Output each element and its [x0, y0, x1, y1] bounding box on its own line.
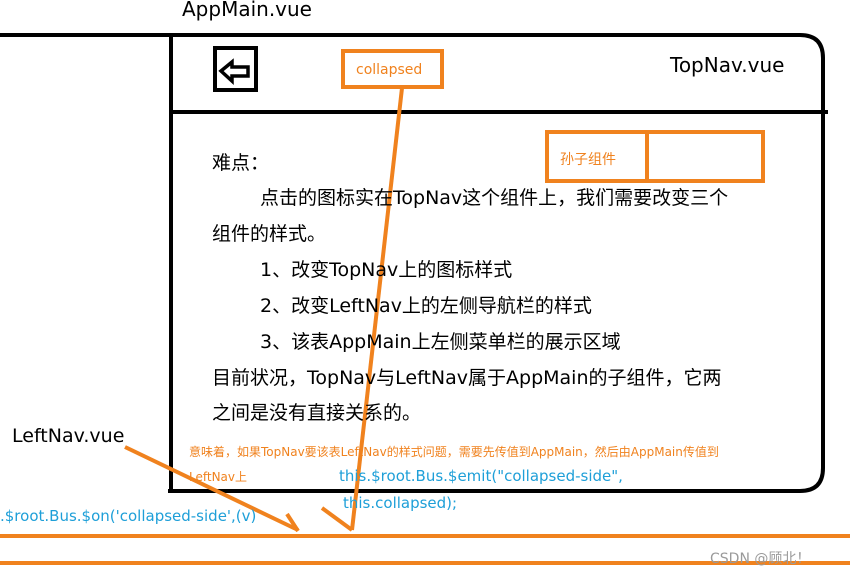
collapsed-arrow	[350, 87, 404, 531]
notes-status2: 之间是没有直接关系的。	[212, 402, 422, 424]
topnav-label: TopNav.vue	[670, 53, 785, 77]
emit-arrow-tail	[320, 506, 354, 532]
notes-item3: 3、该表AppMain上左侧菜单栏的展示区域	[260, 331, 621, 353]
arrow-left-icon	[213, 46, 258, 92]
collapsed-label: collapsed	[356, 62, 423, 78]
annotation-line1: 意味着，如果TopNav要该表LeftNav的样式问题，需要先传值到AppMai…	[189, 445, 719, 459]
notes-status1: 目前状况，TopNav与LeftNav属于AppMain的子组件，它两	[212, 367, 722, 389]
on-code-line: .$root.Bus.$on('collapsed-side',(v)	[0, 507, 257, 525]
notes-line2: 组件的样式。	[212, 223, 327, 245]
appmain-label: AppMain.vue	[182, 0, 312, 21]
grandchild-box: 孙子组件	[545, 130, 649, 183]
notes-line1: 点击的图标实在TopNav这个组件上，我们需要改变三个	[260, 187, 729, 209]
leftnav-label: LeftNav.vue	[12, 425, 125, 447]
annotation-line2: LeftNav上	[189, 470, 248, 484]
notes-item1: 1、改变TopNav上的图标样式	[260, 259, 513, 281]
grandchild-box-empty	[645, 130, 765, 183]
notes-item2: 2、改变LeftNav上的左侧导航栏的样式	[260, 295, 592, 317]
leftnav-arrow	[124, 445, 299, 532]
collapsed-box: collapsed	[341, 49, 444, 89]
emit-code-line2: this.collapsed);	[343, 494, 458, 512]
grandchild-label: 孙子组件	[560, 152, 616, 168]
emit-code-line1: this.$root.Bus.$emit("collapsed-side",	[339, 467, 623, 485]
appmain-frame	[0, 33, 825, 493]
watermark: CSDN @顾北！	[710, 551, 811, 567]
notes-heading: 难点：	[212, 152, 270, 174]
